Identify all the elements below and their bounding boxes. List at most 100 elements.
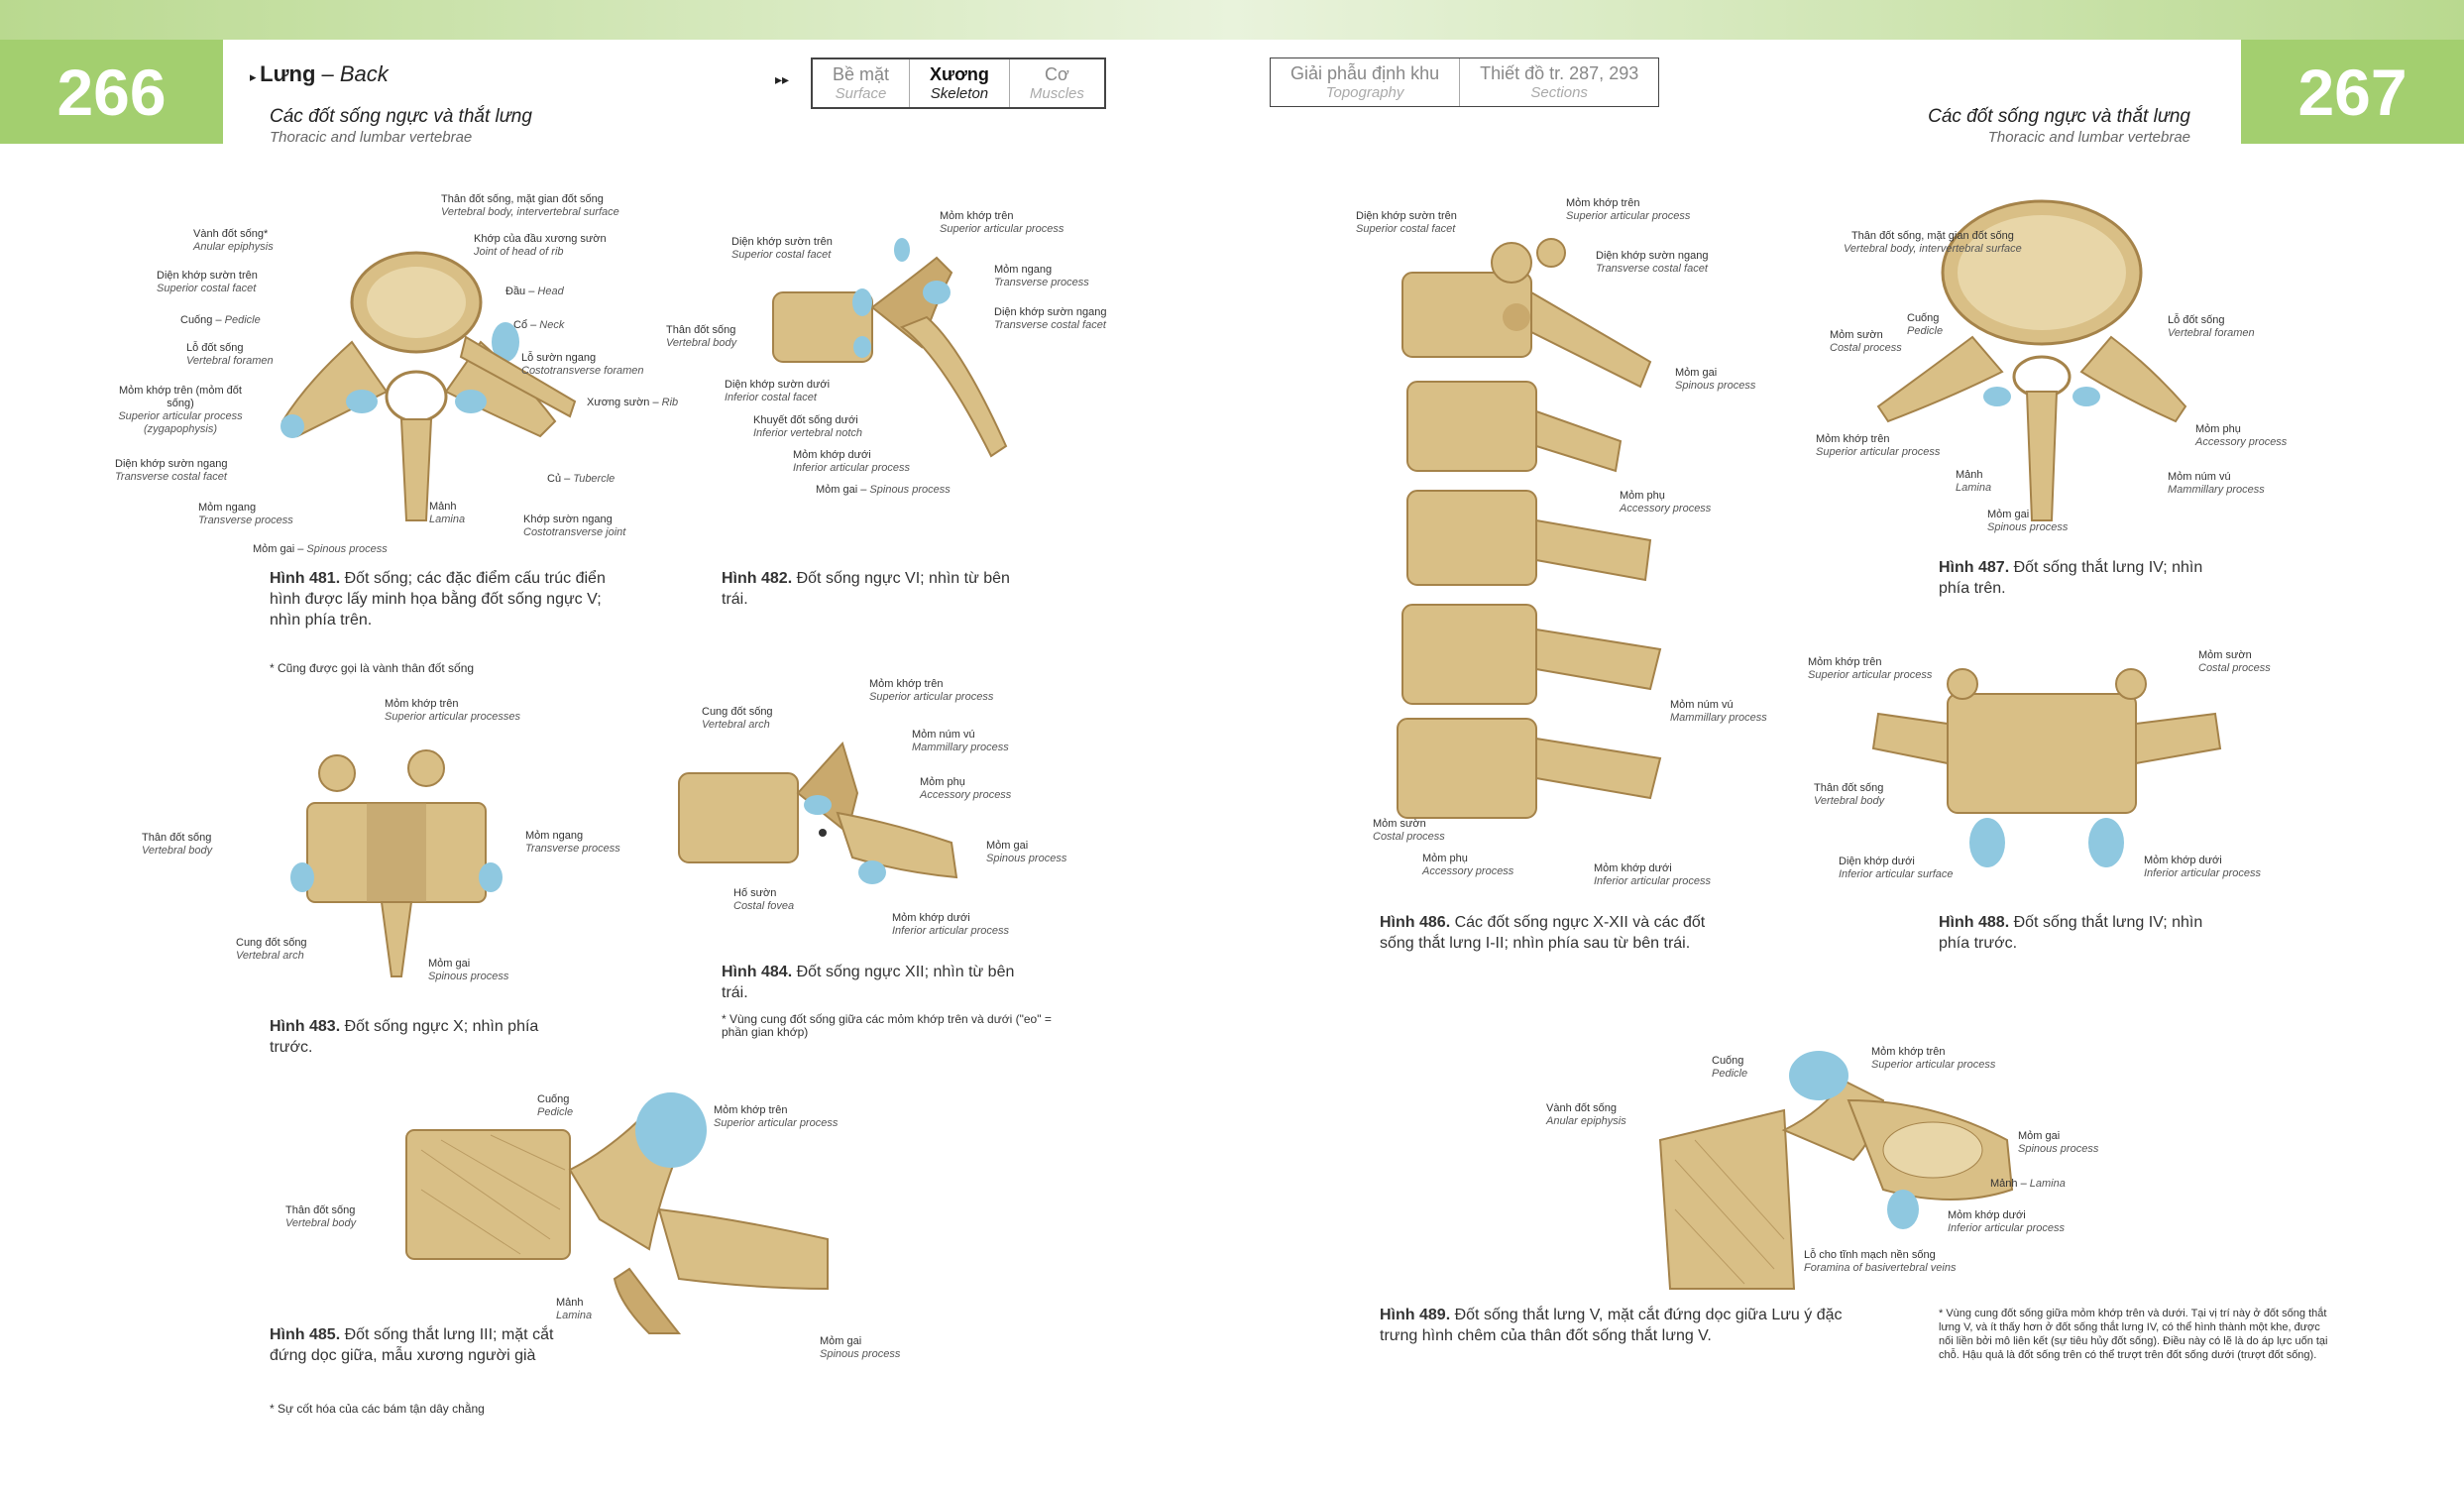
chapter-heading: ▸ Lưng – Back: [250, 61, 389, 86]
caption-482: Hình 482. Đốt sống ngực VI; nhìn từ bên …: [722, 570, 1010, 608]
chapter-title-en: Back: [339, 61, 389, 86]
page-number-left: 266: [0, 40, 223, 144]
section-subtitle-left: Thoracic and lumbar vertebrae: [270, 129, 473, 146]
label-superior-articular-process: Mỏm khớp trên (mỏm đốt sống)Superior art…: [118, 385, 243, 435]
figure-488-lumbar-vertebra-anterior: [1871, 668, 2222, 867]
figure-484-thoracic-vertebra-xii: [678, 742, 958, 884]
tab-label: Xương: [930, 64, 989, 84]
caption-489: Hình 489. Đốt sống thắt lưng V, mặt cắt …: [1380, 1307, 1843, 1344]
figure-482-thoracic-vertebra-lateral: [772, 238, 1008, 458]
note-481: * Cũng được gọi là vành thân đốt sống: [270, 661, 475, 675]
top-decor-bar: [0, 0, 2464, 40]
chapter-title: Lưng: [260, 61, 316, 86]
figure-487-lumbar-vertebra-superior: [1876, 199, 2187, 521]
note-485: * Sự cốt hóa của các bám tận dây chằng: [270, 1402, 485, 1416]
section-title-left: Các đốt sống ngực và thắt lưng: [270, 106, 532, 127]
figure-481-thoracic-vertebra-superior: [280, 251, 577, 521]
tab-label: Thiết đồ tr. 287, 293: [1480, 63, 1639, 83]
tab-label: Bề mặt: [833, 64, 890, 84]
tab-label-en: Sections: [1530, 84, 1588, 101]
tab-label-en: Skeleton: [930, 85, 989, 102]
caption-485: Hình 485. Đốt sống thắt lưng III; mặt cắ…: [270, 1326, 554, 1364]
label-lamina: Mảnh – Lamina: [1990, 1178, 2066, 1190]
section-title-right: Các đốt sống ngực và thắt lưng: [1928, 106, 2190, 127]
figure-485-lumbar-vertebra-sagittal: [405, 1092, 829, 1334]
caption-486: Hình 486. Các đốt sống ngực X-XII và các…: [1380, 914, 1706, 952]
page-number-right: 267: [2241, 40, 2464, 144]
note-484: * Vùng cung đốt sống giữa các mỏm khớp t…: [722, 1012, 1052, 1039]
header-area: [226, 40, 2238, 144]
label-spinous-process: Mỏm gai – Spinous process: [816, 484, 951, 496]
label-spinous-process: Mỏm gai – Spinous process: [253, 543, 388, 555]
label-anular-epiphysis: Vành đốt sống*Anular epiphysis: [193, 228, 274, 253]
label-pedicle: Cuống – Pedicle: [180, 314, 261, 326]
caption-483: Hình 483. Đốt sống ngực X; nhìn phía trư…: [270, 1018, 539, 1056]
caption-484: Hình 484. Đốt sống ngực XII; nhìn từ bên…: [722, 964, 1015, 1001]
caption-487: Hình 487. Đốt sống thắt lưng IV; nhìn ph…: [1939, 559, 2203, 597]
note-489: * Vùng cung đốt sống giữa mỏm khớp trên …: [1939, 1308, 2328, 1361]
label-head: Đầu – Head: [505, 286, 564, 297]
figure-489-lumbar-v-sagittal: [1658, 1051, 2014, 1290]
section-subtitle-right: Thoracic and lumbar vertebrae: [1987, 129, 2190, 146]
tab-label: Giải phẫu định khu: [1290, 63, 1440, 83]
label-neck: Cổ – Neck: [513, 319, 565, 331]
caption-488: Hình 488. Đốt sống thắt lưng IV; nhìn ph…: [1939, 914, 2203, 952]
label-rib: Xương sườn – Rib: [587, 397, 679, 408]
figure-483-thoracic-vertebra-anterior: [290, 749, 503, 977]
